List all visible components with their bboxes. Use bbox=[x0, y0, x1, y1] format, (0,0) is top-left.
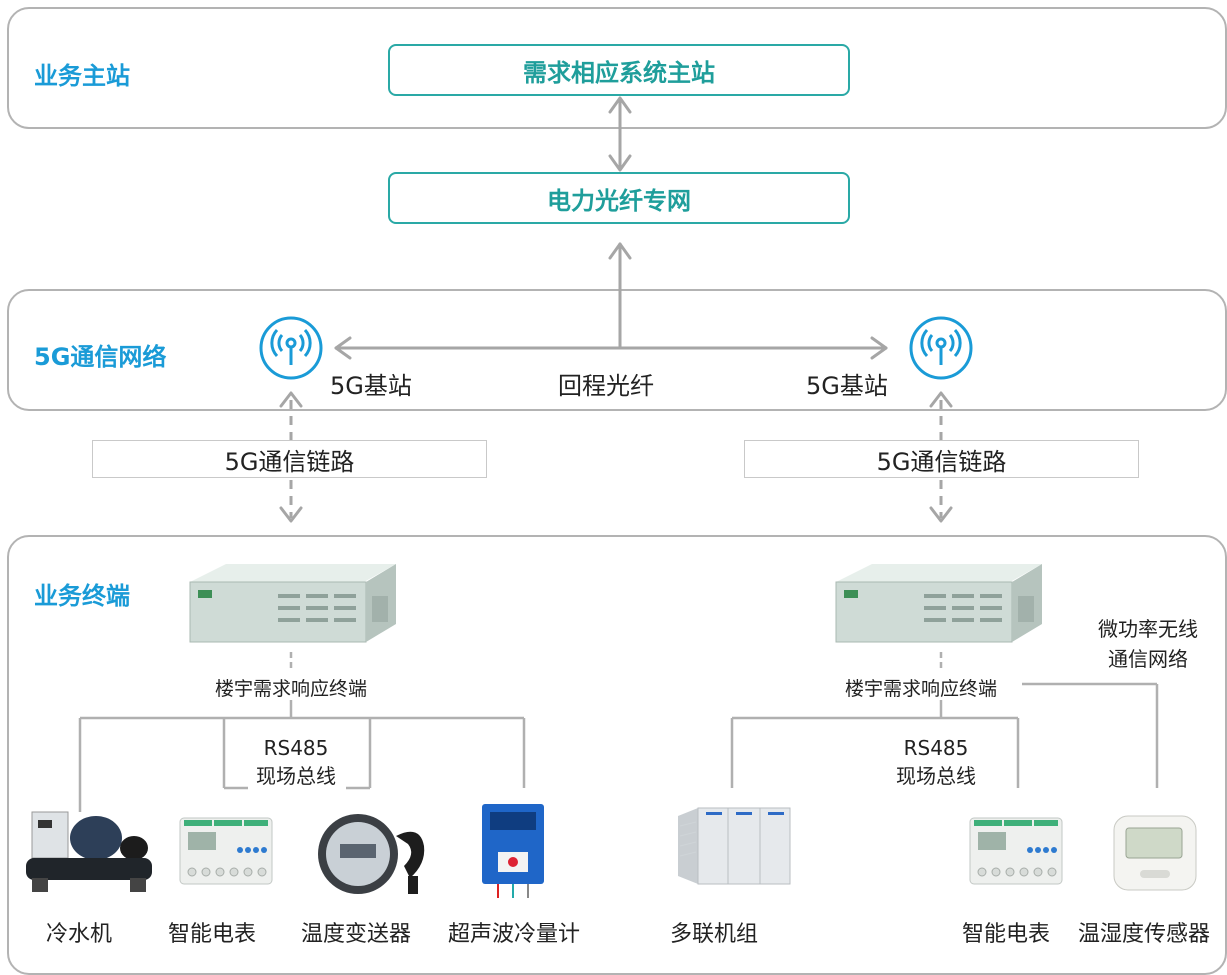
terminal-layer-title: 业务终端 bbox=[34, 582, 130, 610]
network-layer-title: 5G通信网络 bbox=[34, 343, 167, 371]
terminal-left-label: 楼宇需求响应终端 bbox=[214, 678, 367, 700]
terminal-device-right bbox=[832, 560, 1048, 648]
device-label-vrf: 多联机组 bbox=[670, 922, 759, 947]
ultrasonic-cooling-meter-image bbox=[476, 800, 550, 900]
device-label-smart-meter-left: 智能电表 bbox=[168, 922, 257, 947]
antenna-icon bbox=[908, 315, 974, 381]
master-layer-title: 业务主站 bbox=[34, 62, 130, 90]
smart-meter-left-image bbox=[178, 814, 274, 886]
device-label-chiller: 冷水机 bbox=[46, 922, 113, 947]
master-station-box: 需求相应系统主站 bbox=[388, 44, 850, 96]
fiber-network-box: 电力光纤专网 bbox=[388, 172, 850, 224]
wireless-network-label: 微功率无线 通信网络 bbox=[1080, 614, 1216, 674]
link-left-box: 5G通信链路 bbox=[92, 440, 487, 478]
rs485-right-line1: RS485 bbox=[903, 736, 969, 760]
device-label-ultrasonic-meter: 超声波冷量计 bbox=[448, 922, 581, 947]
rs485-left-line2: 现场总线 bbox=[256, 764, 336, 788]
network-layer-panel bbox=[7, 289, 1227, 411]
vrf-unit-image bbox=[676, 806, 794, 886]
link-right-box: 5G通信链路 bbox=[744, 440, 1139, 478]
wireless-line2: 通信网络 bbox=[1108, 647, 1188, 671]
rs485-right-line2: 现场总线 bbox=[896, 764, 976, 788]
humidity-sensor-image bbox=[1110, 812, 1200, 894]
device-label-humidity-sensor: 温湿度传感器 bbox=[1078, 922, 1211, 947]
rs485-left-label: RS485 现场总线 bbox=[246, 734, 346, 790]
rs485-left-line1: RS485 bbox=[263, 736, 329, 760]
base-station-left-label: 5G基站 bbox=[330, 372, 412, 400]
device-label-temperature-transmitter: 温度变送器 bbox=[301, 922, 412, 947]
rs485-right-label: RS485 现场总线 bbox=[886, 734, 986, 790]
base-station-right-label: 5G基站 bbox=[806, 372, 888, 400]
wireless-line1: 微功率无线 bbox=[1098, 617, 1198, 641]
backhaul-label: 回程光纤 bbox=[558, 372, 654, 400]
temperature-transmitter-image bbox=[312, 806, 438, 902]
chiller-image bbox=[22, 804, 156, 896]
terminal-device-left bbox=[186, 560, 402, 648]
device-label-smart-meter-right: 智能电表 bbox=[962, 922, 1051, 947]
smart-meter-right-image bbox=[968, 814, 1064, 886]
antenna-icon bbox=[258, 315, 324, 381]
terminal-right-label: 楼宇需求响应终端 bbox=[844, 678, 997, 700]
